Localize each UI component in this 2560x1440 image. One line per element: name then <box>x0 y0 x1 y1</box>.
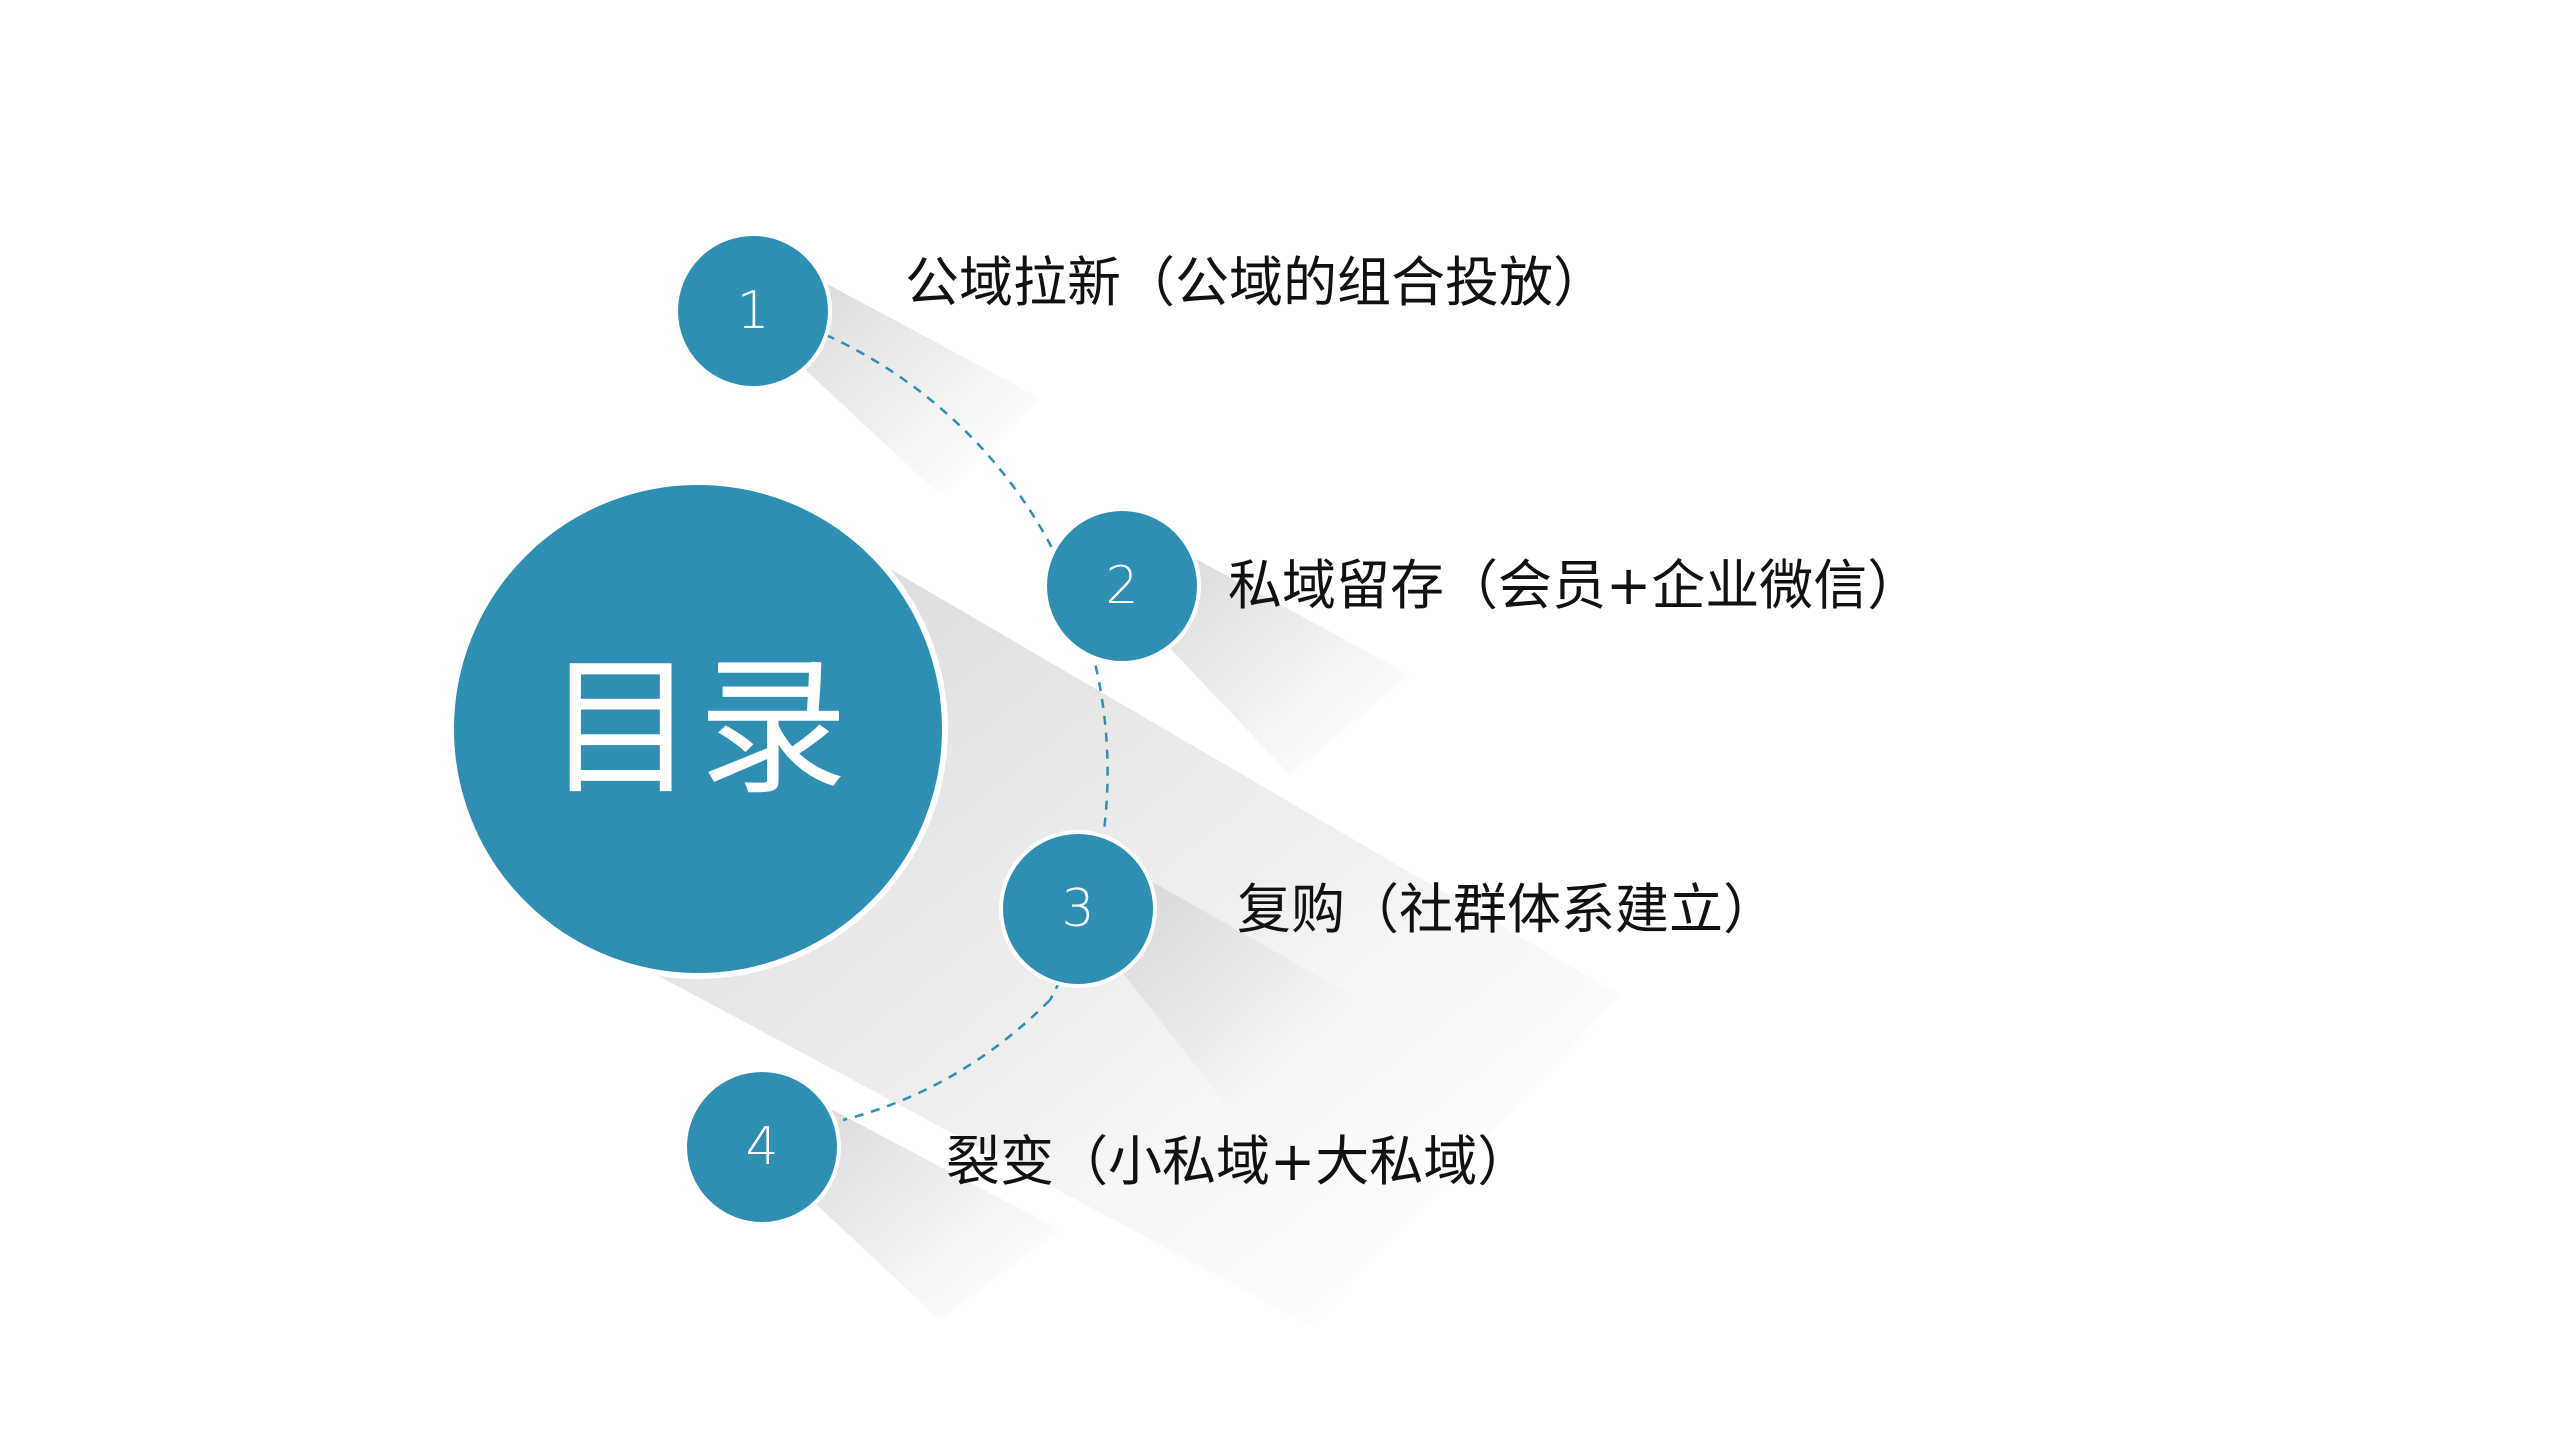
item-1-number: 1 <box>736 281 770 341</box>
item-2-number: 2 <box>1105 556 1139 616</box>
item-4-label: 裂变（小私域+大私域） <box>946 1130 1532 1193</box>
main-circle <box>448 479 948 979</box>
circle-4-shadow <box>790 1099 1060 1320</box>
circle-2 <box>1043 507 1201 665</box>
circle-1-shadow <box>785 271 1040 495</box>
circle-1 <box>674 232 832 390</box>
circle-2-shadow <box>1150 546 1410 775</box>
item-3-label: 复购（社群体系建立） <box>1237 878 1777 941</box>
item-2-label: 私域留存（会员+企业微信） <box>1228 554 1922 617</box>
dashed-connector-tail <box>842 999 1051 1122</box>
page-title: 目录 <box>545 642 850 816</box>
circle-3-shadow <box>1105 869 1360 1110</box>
item-1-label: 公域拉新（公域的组合投放） <box>905 251 1607 314</box>
circle-3 <box>999 830 1157 988</box>
circle-4 <box>683 1068 841 1226</box>
item-3-number: 3 <box>1061 879 1095 939</box>
item-4-number: 4 <box>745 1117 779 1177</box>
